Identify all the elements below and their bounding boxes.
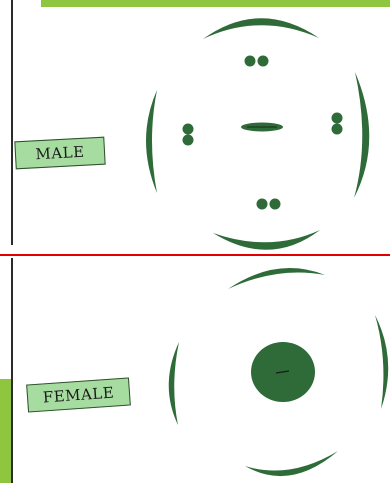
female-bottom-arc <box>245 451 338 476</box>
male-bottom-arc <box>213 230 320 250</box>
female-left-arc <box>169 342 179 425</box>
male-dot <box>183 124 194 135</box>
male-dot <box>332 124 343 135</box>
male-dot <box>245 56 256 67</box>
male-dot <box>332 113 343 124</box>
male-top-arc <box>203 18 319 39</box>
female-right-arc <box>375 315 388 409</box>
male-left-arc <box>146 90 157 193</box>
male-dot <box>258 56 269 67</box>
male-dot <box>257 199 268 210</box>
male-dot <box>183 135 194 146</box>
male-label: MALE <box>14 137 105 170</box>
male-right-arc <box>354 72 369 198</box>
male-dot <box>270 199 281 210</box>
female-top-arc <box>228 268 325 289</box>
